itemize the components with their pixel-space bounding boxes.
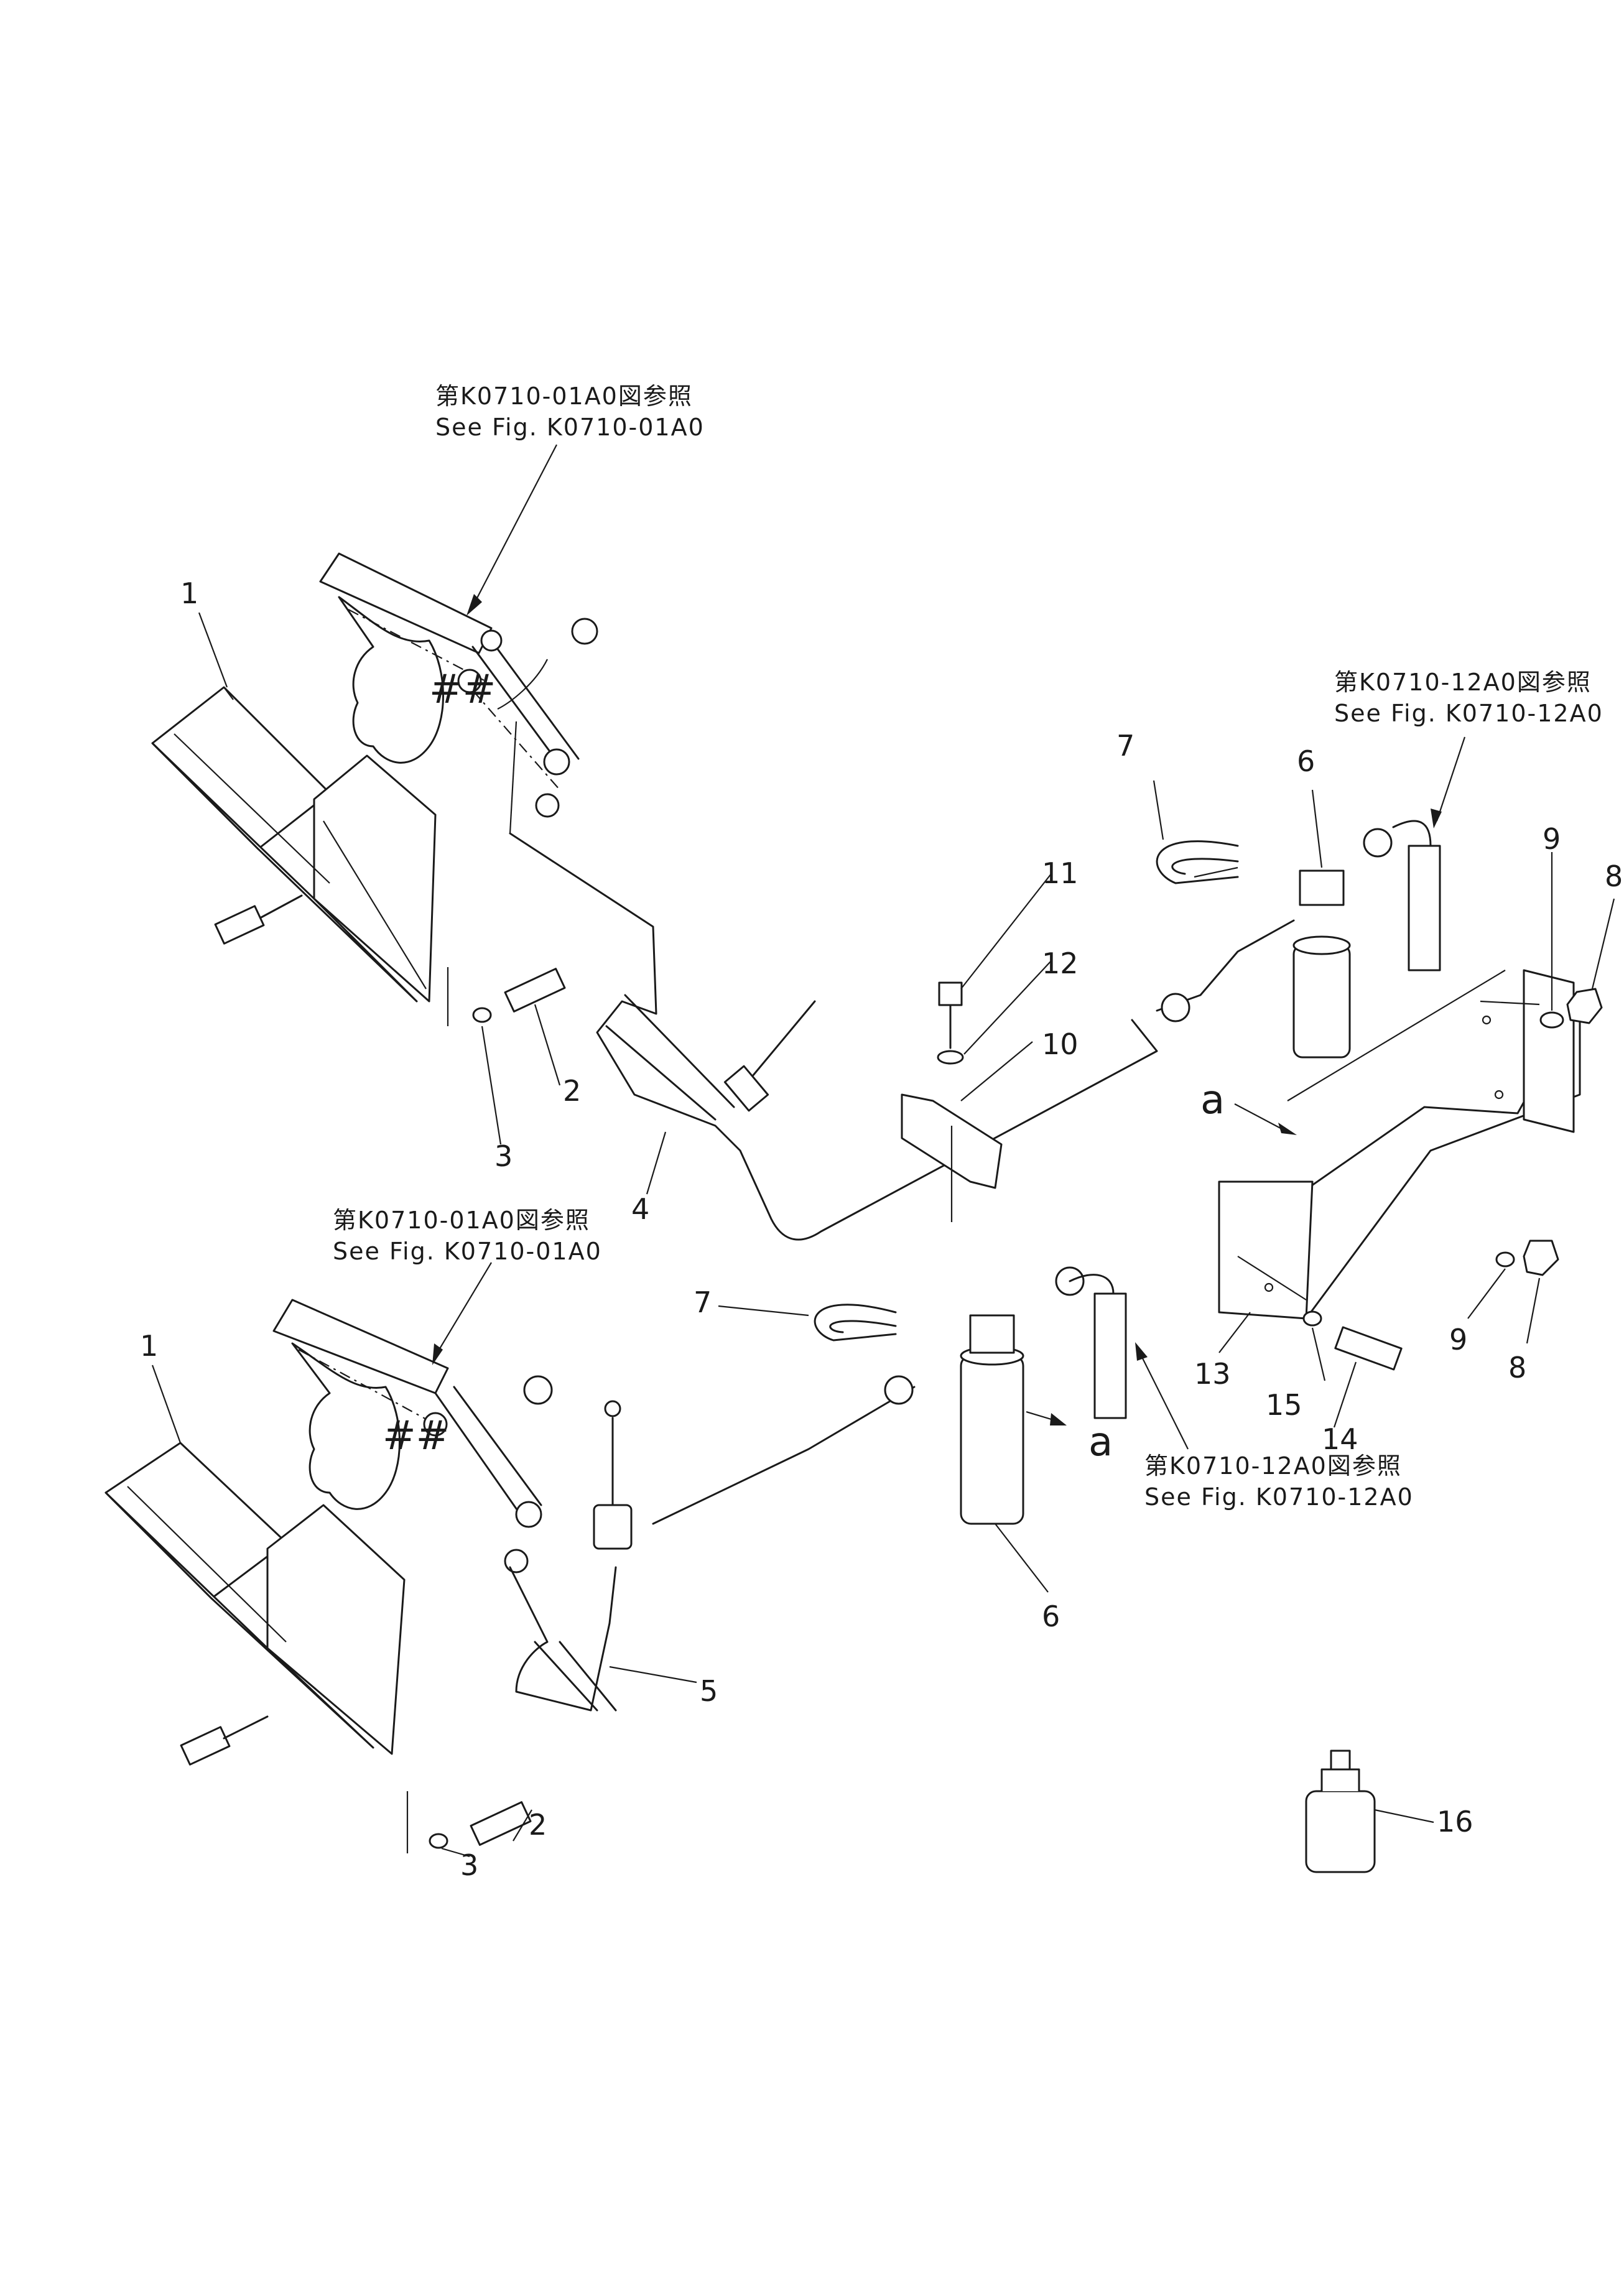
part-label-6-bottom: 6 xyxy=(1042,1600,1060,1633)
leader-lines xyxy=(151,444,1615,1858)
part-label-2-bottom: 2 xyxy=(529,1808,547,1842)
part-label-3-bottom: 3 xyxy=(460,1848,478,1882)
ref-top-right-en: See Fig. K0710-12A0 xyxy=(1334,700,1603,727)
condenser-box-bottom xyxy=(104,1442,406,1755)
view-mark-a-top: a xyxy=(1200,1077,1225,1123)
part-label-8-bottom: 8 xyxy=(1508,1351,1526,1384)
ref-top-right-jp: 第K0710-12A0図参照 xyxy=(1334,669,1592,696)
part-label-9-top: 9 xyxy=(1543,822,1561,856)
hose-elbow-top-right xyxy=(1363,820,1441,971)
part-label-13: 13 xyxy=(1194,1357,1231,1391)
reference-callouts: 第K0710-01A0図参照 See Fig. K0710-01A0 第K071… xyxy=(333,382,1603,1511)
ref-bottom-right-jp: 第K0710-12A0図参照 xyxy=(1144,1452,1402,1480)
ref-mid-left-jp: 第K0710-01A0図参照 xyxy=(333,1207,590,1234)
part-label-15: 15 xyxy=(1266,1388,1302,1422)
part-label-12: 12 xyxy=(1042,947,1079,980)
u-bolt-bottom xyxy=(814,1304,897,1342)
receiver-drier-bottom xyxy=(960,1314,1024,1525)
bolt-14-washer-15 xyxy=(1302,1310,1403,1371)
part-label-7-bottom: 7 xyxy=(694,1286,712,1319)
part-label-14: 14 xyxy=(1322,1422,1358,1456)
part-label-6-top: 6 xyxy=(1297,744,1315,778)
hose-elbow-bottom xyxy=(1055,1266,1127,1419)
fan-mount-top: ## xyxy=(319,552,598,818)
svg-text:##: ## xyxy=(429,667,496,713)
part-label-16: 16 xyxy=(1437,1805,1473,1838)
bolt-washer-bottom xyxy=(180,1715,532,1853)
nut-washer-upper xyxy=(1480,988,1603,1276)
receiver-drier-top xyxy=(1156,869,1351,1059)
refrigerant-bottle-16 xyxy=(1305,1750,1376,1873)
condenser-box-top xyxy=(151,686,437,1003)
part-label-8-top: 8 xyxy=(1605,860,1623,893)
part-label-3-top: 3 xyxy=(494,1139,513,1173)
part-label-2-top: 2 xyxy=(563,1074,581,1108)
part-label-1-top: 1 xyxy=(180,577,198,610)
svg-text:##: ## xyxy=(383,1413,449,1459)
part-label-1-bottom: 1 xyxy=(140,1329,158,1363)
fan-mount-bottom: ## xyxy=(272,1299,553,1574)
view-marks: a a xyxy=(1088,1077,1225,1465)
ref-top-left-jp: 第K0710-01A0図参照 xyxy=(435,382,693,410)
part-label-5: 5 xyxy=(700,1674,718,1708)
pipe-assembly-5 xyxy=(509,1375,916,1712)
ref-mid-left-en: See Fig. K0710-01A0 xyxy=(333,1238,602,1265)
bolt-washer-top xyxy=(214,894,566,1026)
part-label-11: 11 xyxy=(1042,856,1079,890)
clamp-10 xyxy=(901,1093,1003,1222)
part-label-10: 10 xyxy=(1042,1027,1079,1061)
part-number-labels: 1 2 3 4 5 6 6 7 7 8 8 9 9 10 11 12 13 14… xyxy=(140,577,1623,1882)
pipe-assembly-4 xyxy=(509,721,1158,1241)
ref-top-left-en: See Fig. K0710-01A0 xyxy=(435,414,705,441)
part-label-9-bottom: 9 xyxy=(1449,1323,1467,1356)
part-label-7-top: 7 xyxy=(1116,729,1134,762)
u-bolt-top xyxy=(1156,840,1239,884)
view-mark-a-bottom: a xyxy=(1088,1419,1113,1465)
ref-bottom-right-en: See Fig. K0710-12A0 xyxy=(1144,1483,1414,1511)
part-label-4: 4 xyxy=(631,1192,649,1226)
bolt-11-washer-12 xyxy=(937,981,964,1065)
